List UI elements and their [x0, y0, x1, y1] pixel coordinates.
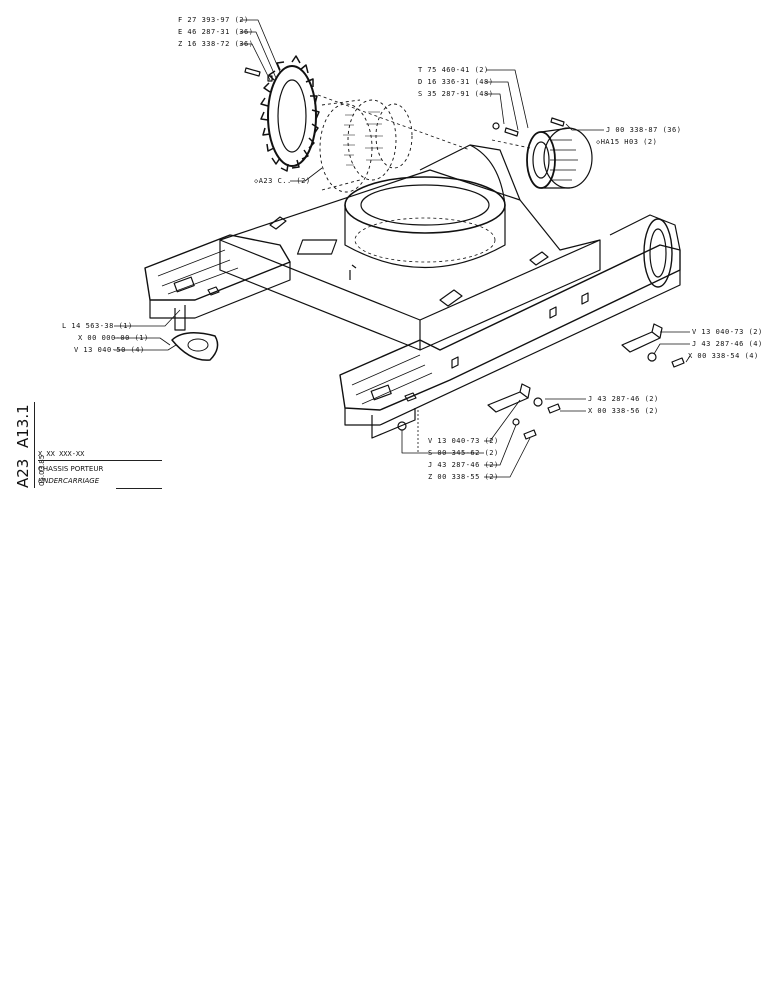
callout-left-part: X 00 000-00 (1): [78, 334, 149, 342]
travel-motor: [526, 127, 593, 189]
side-divider: [34, 402, 35, 488]
track-frame-left: [144, 234, 291, 331]
callout-hub-part: S 35 287-91 (48): [418, 90, 494, 98]
callout-left-part: V 13 040-50 (4): [74, 346, 145, 354]
callout-travel-motor: ◇HA15 H03 (2): [596, 138, 658, 146]
section-code: A23: [14, 458, 32, 488]
title-rule-bottom: [116, 488, 162, 489]
title-rule: [38, 460, 162, 461]
callout-sprocket-part: E 46 287-31 (36): [178, 28, 254, 36]
callout-bottom-part: S 00 345-62 (2): [428, 449, 499, 457]
callout-right-part: X 00 338-54 (4): [688, 352, 759, 360]
callout-right-part: J 43 287-46 (4): [692, 340, 763, 348]
gear-drum-hatching: [343, 111, 383, 166]
part-number-ref: X XX XXX-XX: [38, 450, 85, 458]
callout-bracket-part: X 00 338-56 (2): [588, 407, 659, 415]
title-french: CHASSIS PORTEUR: [38, 465, 104, 473]
callout-bottom-part: Z 00 338-55 (2): [428, 473, 499, 481]
callout-bottom-part: V 13 040-73 (2): [428, 437, 499, 445]
callout-motor-bolt: J 00 338-87 (36): [606, 126, 682, 134]
callout-sprocket-part: Z 16 338-72 (36): [178, 40, 254, 48]
callout-hub-part: T 75 460-41 (2): [418, 66, 489, 74]
page-code: A13.1: [14, 404, 32, 448]
track-guard: [171, 332, 219, 361]
callout-sprocket-assembly: ◇A23 C.. (2): [254, 177, 311, 185]
callout-bracket-part: J 43 287-46 (2): [588, 395, 659, 403]
leader-lines: [114, 19, 691, 478]
center-frame: [219, 144, 601, 351]
callout-hub-part: D 16 336-31 (48): [418, 78, 494, 86]
sprocket-gear: [260, 55, 320, 172]
callout-sprocket-assembly-text: A23 C.. (2): [258, 177, 311, 185]
guard-brackets: [397, 323, 685, 440]
callout-travel-motor-text: HA15 H03 (2): [600, 138, 658, 146]
callout-bottom-part: J 43 287-46 (2): [428, 461, 499, 469]
fastener-bolts: [244, 67, 565, 137]
callout-left-part: L 14 563-38 (1): [62, 322, 133, 330]
callout-sprocket-part: F 27 393-97 (2): [178, 16, 249, 24]
track-frame-right: [339, 214, 681, 439]
callout-right-part: V 13 040-73 (2): [692, 328, 763, 336]
title-english: UNDERCARRIAGE: [38, 477, 100, 485]
title-block: X XX XXX-XX CHASSIS PORTEUR UNDERCARRIAG…: [38, 448, 164, 490]
